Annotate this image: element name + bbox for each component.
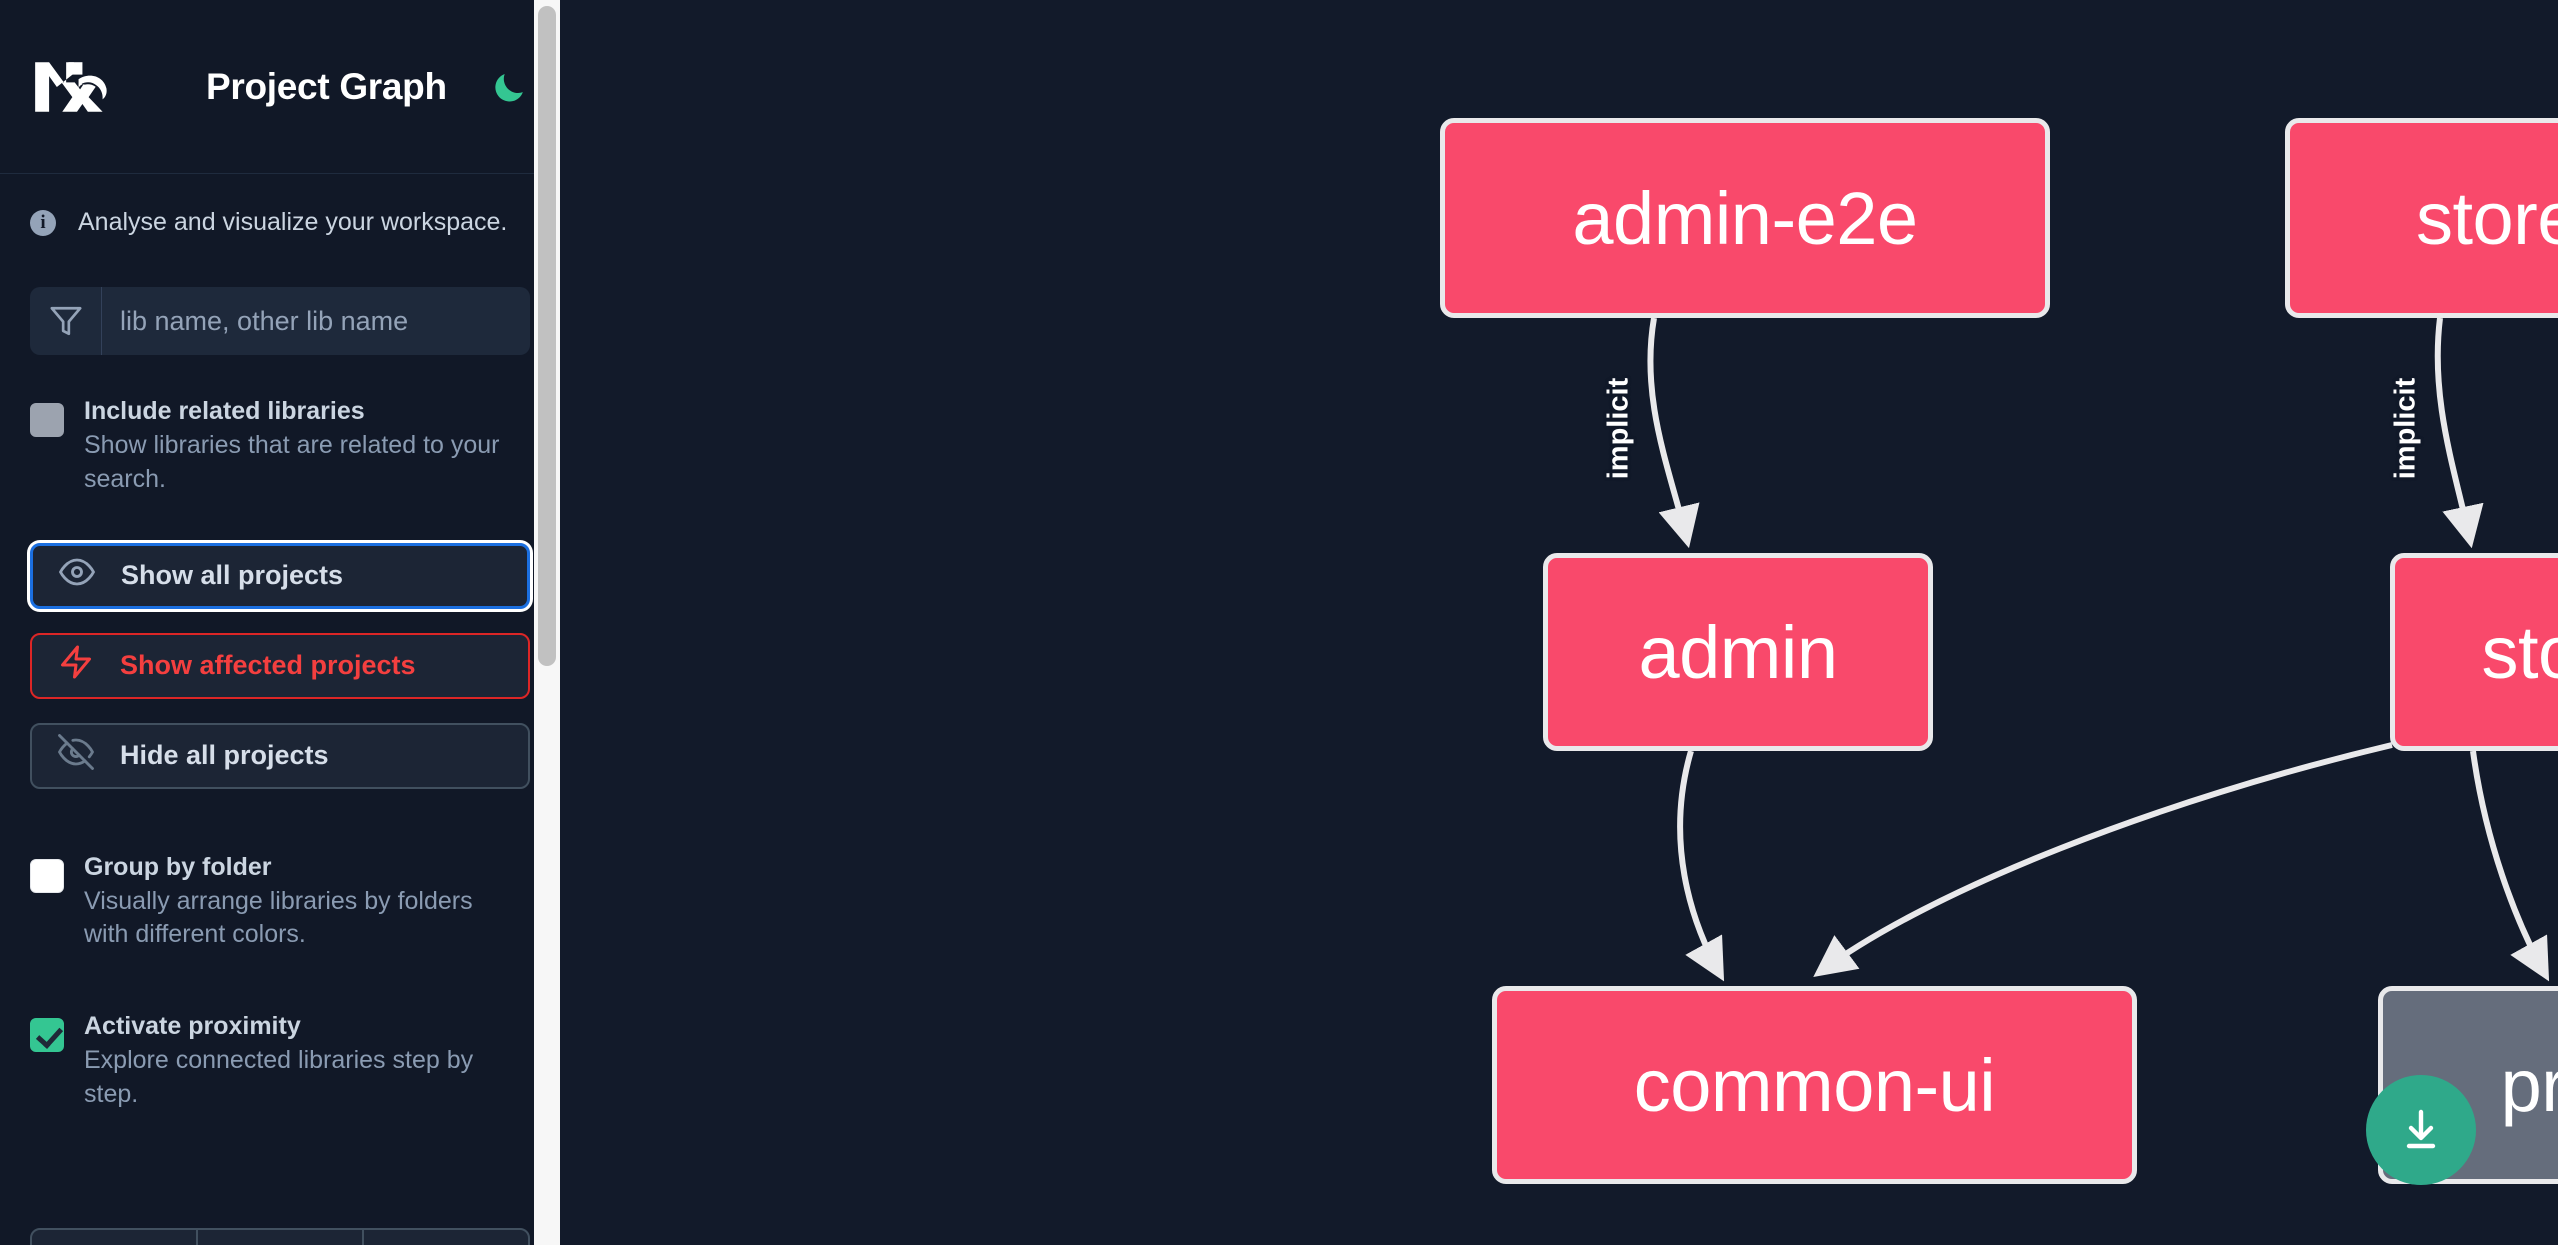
segment-2[interactable] bbox=[198, 1230, 364, 1245]
segment-1[interactable] bbox=[32, 1230, 198, 1245]
analyse-hint: i Analyse and visualize your workspace. bbox=[30, 174, 530, 237]
graph-edges bbox=[1647, 317, 2550, 982]
page-title: Project Graph bbox=[206, 65, 447, 107]
graph-node-store[interactable]: store bbox=[2390, 553, 2558, 751]
activate-proximity-label: Activate proximity bbox=[84, 1012, 301, 1040]
node-label: common-ui bbox=[1633, 1043, 1996, 1127]
analyse-hint-text: Analyse and visualize your workspace. bbox=[78, 208, 508, 236]
edge-label-admin-e2e-admin: implicit bbox=[1602, 377, 1635, 480]
nx-logo-icon bbox=[30, 56, 124, 118]
option-activate-proximity[interactable]: Activate proximity Explore connected lib… bbox=[30, 1012, 530, 1112]
edge-store-products bbox=[2470, 750, 2550, 982]
group-by-folder-label: Group by folder bbox=[84, 852, 272, 881]
edge-admin-common-ui bbox=[1677, 750, 1725, 982]
sidebar-scrollbar-thumb[interactable] bbox=[538, 6, 556, 666]
lightning-bolt-icon bbox=[58, 644, 94, 687]
proximity-step-segmented-control[interactable] bbox=[30, 1228, 530, 1245]
graph-node-admin[interactable]: admin bbox=[1543, 553, 1933, 751]
show-affected-projects-label: Show affected projects bbox=[120, 650, 416, 680]
eye-icon bbox=[59, 554, 95, 597]
segment-3[interactable] bbox=[364, 1230, 528, 1245]
edge-store-e2e-store bbox=[2434, 317, 2484, 549]
edge-store-common-ui bbox=[1813, 742, 2393, 978]
graph-node-store-e2e[interactable]: store-e2e bbox=[2285, 118, 2558, 318]
filter-icon bbox=[30, 287, 102, 355]
node-label: admin-e2e bbox=[1572, 176, 1918, 260]
include-related-libraries-checkbox[interactable] bbox=[30, 403, 64, 437]
hide-all-projects-label: Hide all projects bbox=[120, 740, 329, 770]
node-label: admin bbox=[1638, 610, 1838, 694]
moon-icon[interactable] bbox=[487, 65, 531, 109]
group-by-folder-checkbox[interactable] bbox=[30, 858, 64, 893]
info-icon: i bbox=[30, 209, 56, 236]
sidebar-body: i Analyse and visualize your workspace. … bbox=[0, 174, 560, 1112]
show-all-projects-label: Show all projects bbox=[121, 560, 344, 590]
graph-canvas[interactable]: admin-e2e store-e2e admin store common-u… bbox=[560, 0, 2558, 1245]
search-input[interactable] bbox=[102, 287, 530, 355]
show-affected-projects-button[interactable]: Show affected projects bbox=[30, 632, 530, 699]
visibility-button-group: Show all projects Show affected projects bbox=[30, 542, 530, 789]
graph-node-admin-e2e[interactable]: admin-e2e bbox=[1440, 118, 2050, 318]
download-icon[interactable] bbox=[2366, 1075, 2476, 1185]
sidebar-scrollbar-track[interactable] bbox=[534, 0, 560, 1245]
node-label: products bbox=[2500, 1043, 2558, 1127]
sidebar-header: Project Graph bbox=[0, 0, 560, 174]
node-label: store bbox=[2481, 610, 2558, 694]
show-all-projects-button[interactable]: Show all projects bbox=[30, 542, 530, 609]
search-bar[interactable] bbox=[30, 287, 530, 355]
graph-node-common-ui[interactable]: common-ui bbox=[1492, 986, 2137, 1184]
group-by-folder-description: Visually arrange libraries by folders wi… bbox=[84, 886, 473, 949]
activate-proximity-checkbox[interactable] bbox=[30, 1018, 64, 1052]
include-related-libraries-description: Show libraries that are related to your … bbox=[84, 431, 500, 493]
include-related-libraries-label: Include related libraries bbox=[84, 397, 365, 425]
activate-proximity-description: Explore connected libraries step by step… bbox=[84, 1046, 474, 1108]
edge-label-store-e2e-store: implicit bbox=[2389, 377, 2422, 480]
option-group-by-folder[interactable]: Group by folder Visually arrange librari… bbox=[30, 853, 530, 953]
sidebar: Project Graph i Analyse and visualize yo… bbox=[0, 0, 560, 1245]
option-include-related-libraries[interactable]: Include related libraries Show libraries… bbox=[30, 397, 530, 497]
node-label: store-e2e bbox=[2415, 176, 2558, 260]
edge-admin-e2e-admin bbox=[1647, 317, 1700, 549]
hide-all-projects-button[interactable]: Hide all projects bbox=[30, 722, 530, 789]
eye-slash-icon bbox=[58, 734, 94, 777]
